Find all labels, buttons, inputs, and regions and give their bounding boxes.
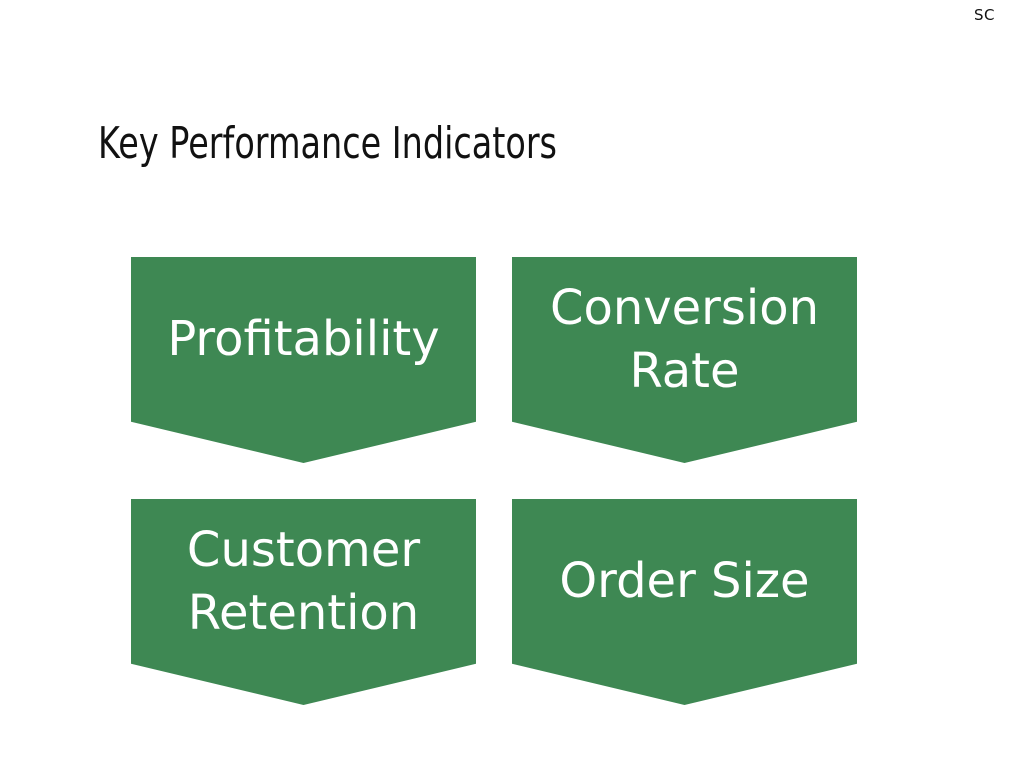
kpi-arrow-profitability: Profitability [131,257,476,463]
kpi-label: Order Size [559,553,810,609]
kpi-arrow-customer-retention: Customer Retention [131,499,476,705]
kpi-label: Conversion Rate [549,279,820,399]
kpi-arrow-order-size: Order Size [512,499,857,705]
kpi-arrow-conversion-rate: Conversion Rate [512,257,857,463]
presenter-initials: SC [974,6,995,24]
kpi-label: Customer Retention [186,521,421,641]
slide-title: Key Performance Indicators [98,118,557,169]
kpi-label: Profitability [167,311,440,367]
